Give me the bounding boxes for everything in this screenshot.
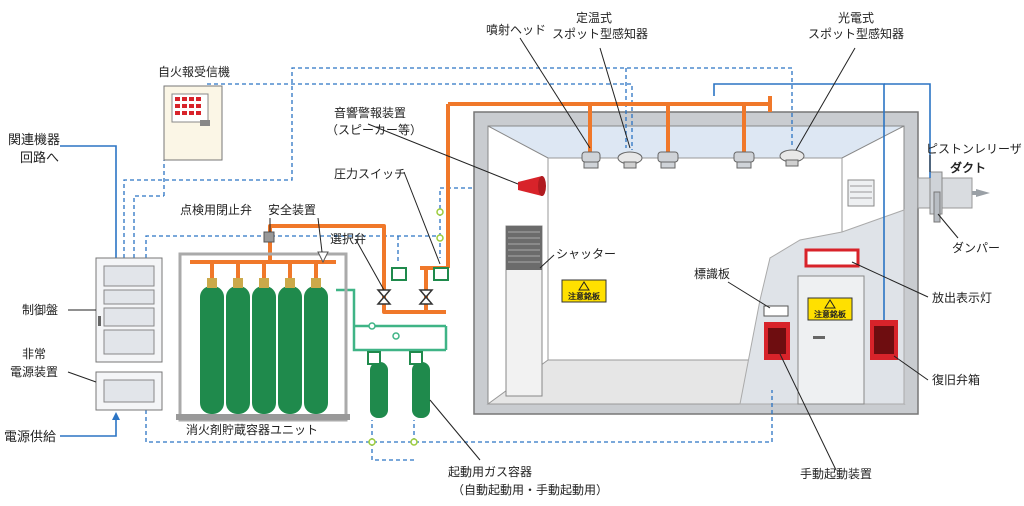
label-smoke-detector: 光電式 — [838, 11, 874, 25]
sign-board — [763, 305, 789, 317]
label-heat-detector-2: スポット型感知器 — [552, 26, 648, 41]
label-damper: ダンパー — [952, 240, 1000, 255]
label-emergency-power-2: 電源装置 — [10, 365, 58, 379]
label-inspection-valve: 点検用閉止弁 — [180, 202, 252, 217]
label-alarm: 音響警報装置 — [334, 105, 406, 120]
label-piston-release: ピストンレリーザ — [926, 142, 1022, 156]
label-alarm-2: （スピーカー等） — [326, 123, 422, 137]
cylinder-unit-frame — [176, 252, 350, 422]
spray-heads — [581, 151, 755, 169]
fire-alarm-receiver — [163, 85, 223, 161]
caution-plate-shutter: 注意銘板 — [561, 279, 607, 303]
label-smoke-detector-2: スポット型感知器 — [808, 26, 904, 41]
emergency-power-unit — [95, 371, 163, 411]
duct — [917, 171, 990, 223]
label-duct: ダクト — [950, 160, 986, 175]
label-safety-device: 安全装置 — [268, 202, 316, 217]
selector-valves — [376, 289, 434, 305]
discharge-lamp — [804, 248, 860, 268]
svg-text:注意銘板: 注意銘板 — [568, 291, 601, 301]
starter-gas-cylinders — [367, 351, 430, 418]
label-emergency-power: 非常 — [22, 347, 46, 361]
svg-text:注意銘板: 注意銘板 — [814, 309, 847, 319]
label-manual-start: 手動起動装置 — [800, 467, 872, 481]
label-related-equipment: 関連機器 — [8, 133, 60, 148]
reset-valve-box — [870, 320, 898, 360]
warning-triangle-icon — [578, 281, 590, 291]
shutter — [505, 225, 543, 397]
inspection-valve — [263, 231, 275, 243]
label-related-equipment-2: 回路へ — [20, 150, 59, 166]
arrow-up-icon — [112, 412, 120, 420]
speaker-icon — [518, 176, 546, 196]
extinguishing-cylinders — [200, 278, 328, 414]
pressure-switches — [391, 267, 449, 281]
safety-device — [317, 251, 329, 264]
caution-plate-door: 注意銘板 — [807, 297, 853, 321]
labels: 自火報受信機 関連機器 回路へ 制御盤 非常 電源装置 電源供給 点検用閉止弁 … — [4, 10, 1022, 497]
label-spray-head: 噴射ヘッド — [486, 22, 546, 37]
label-starter-gas: 起動用ガス容器 — [448, 464, 532, 479]
label-container-unit: 消火剤貯蔵容器ユニット — [186, 422, 318, 437]
label-selector-valve: 選択弁 — [330, 231, 366, 246]
smoke-detector — [779, 149, 805, 167]
label-discharge-lamp: 放出表示灯 — [932, 290, 992, 305]
manual-start-device — [764, 322, 790, 360]
label-shutter: シャッター — [556, 247, 616, 261]
label-heat-detector: 定温式 — [576, 10, 612, 25]
label-pressure-switch: 圧力スイッチ — [334, 167, 406, 181]
label-power-supply: 電源供給 — [4, 430, 56, 445]
label-reset-valve-box: 復旧弁箱 — [932, 372, 980, 387]
label-starter-gas-2: （自動起動用・手動起動用） — [452, 483, 608, 497]
label-sign-board: 標識板 — [694, 267, 730, 281]
junction-points — [368, 208, 444, 446]
control-panel — [95, 257, 163, 363]
warning-triangle-icon — [824, 299, 836, 309]
heat-detector — [617, 151, 643, 169]
label-control-panel: 制御盤 — [22, 302, 58, 317]
label-fire-alarm-receiver: 自火報受信機 — [158, 64, 230, 79]
leader-lines — [67, 37, 959, 471]
